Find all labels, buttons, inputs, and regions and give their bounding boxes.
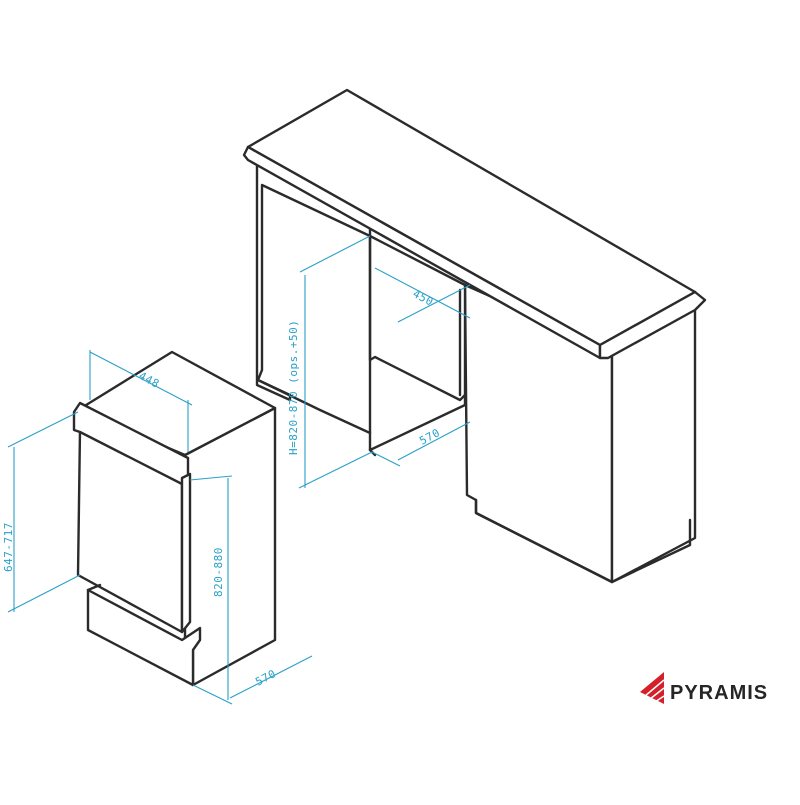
width-line	[89, 351, 193, 406]
niche-width-ext-right	[397, 284, 471, 323]
dishwasher-height-label: 820-880	[212, 547, 225, 597]
niche-width-ext-left	[299, 235, 371, 273]
niche-height-label: H=820-870 (ops.+50)	[287, 320, 300, 455]
depth-line	[229, 655, 313, 699]
dishwasher	[72, 350, 277, 687]
height-ext-top	[189, 475, 233, 481]
brand-logo: PYRAMIS	[640, 672, 768, 704]
brand-name: PYRAMIS	[670, 682, 768, 704]
pyramis-logo-mark	[640, 672, 665, 704]
niche-depth-ext	[371, 451, 401, 467]
niche-height-ext-bottom	[298, 451, 373, 489]
countertop-side	[598, 290, 707, 360]
plinth-edge	[86, 583, 102, 592]
niche-depth-label: 570	[417, 426, 442, 448]
niche-width-line	[374, 267, 471, 319]
dishwasher-plinth	[86, 588, 202, 687]
niche-floor	[368, 393, 467, 452]
panel-height-ext-bottom	[7, 574, 81, 613]
cabinet-left-base	[256, 378, 372, 435]
niche-dimensions: 450 H=820-870 (ops.+50) 570	[287, 235, 471, 489]
niche-depth-line	[397, 421, 471, 461]
cabinet-right-plinth	[474, 498, 692, 584]
kitchen-cabinet	[242, 88, 707, 584]
countertop-front	[242, 145, 602, 360]
panel-height-ext-top	[7, 411, 79, 448]
dishwasher-door-edge	[180, 472, 192, 634]
dishwasher-panel-height-label: 647-717	[2, 522, 15, 572]
dishwasher-depth-label: 570	[253, 667, 278, 689]
depth-ext	[192, 684, 233, 705]
